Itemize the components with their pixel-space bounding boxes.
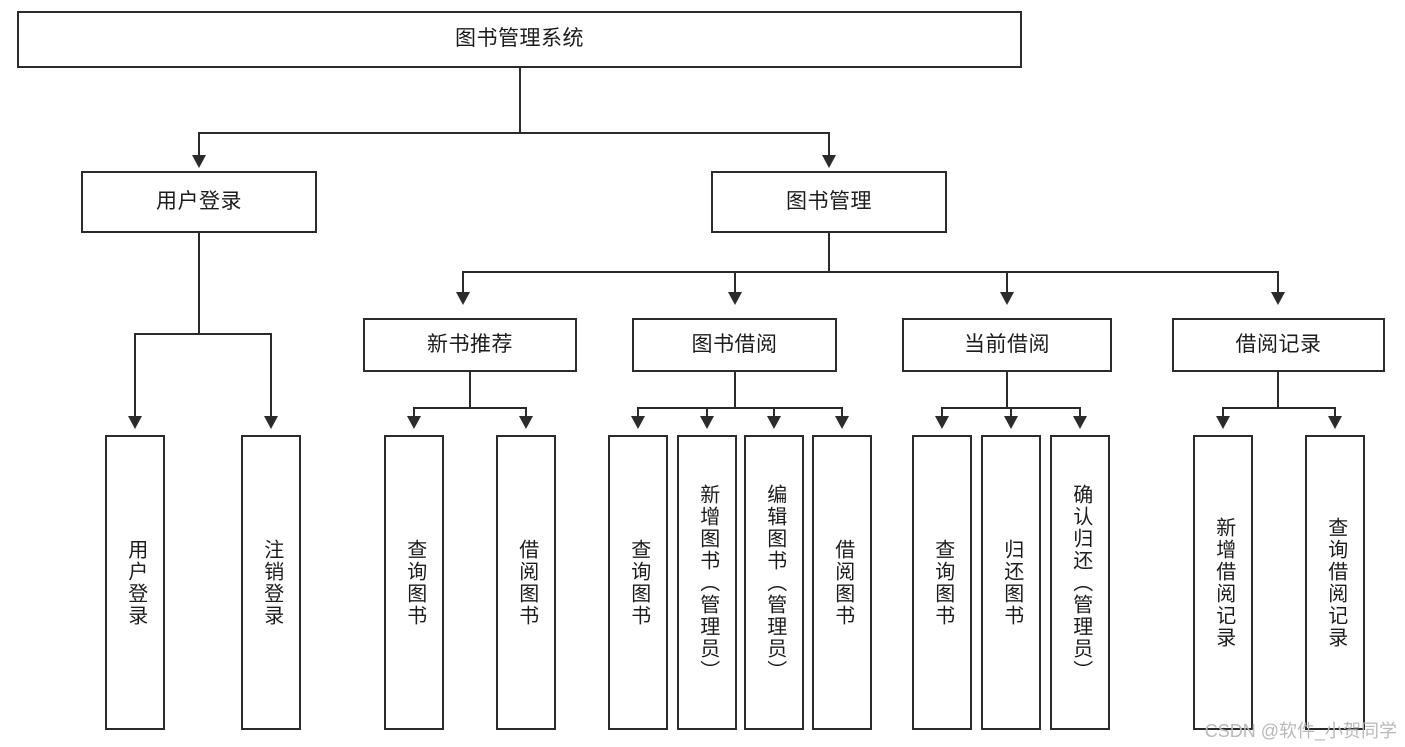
- edge-nb-to-leaf-1: [413, 407, 415, 418]
- edge-cb-to-leaf-2: [1010, 407, 1012, 418]
- edge-root-to-book-management: [828, 132, 830, 157]
- arrow-br-to-leaf-2: [1328, 416, 1342, 429]
- node-label: 图书管理系统: [455, 27, 584, 51]
- edge-book-borrow-bus: [637, 407, 843, 409]
- arrow-bb-to-leaf-4: [835, 416, 849, 429]
- edge-book-management-bus: [462, 271, 1278, 273]
- watermark-text: CSDN @软件_小贺同学: [1204, 721, 1397, 741]
- node-root-book-management-system[interactable]: 图书管理系统: [17, 11, 1022, 68]
- node-label: 借阅记录: [1235, 332, 1322, 356]
- node-label: 查询图书: [627, 538, 650, 627]
- node-label: 图书借阅: [691, 332, 778, 356]
- edge-root-stem: [519, 68, 521, 133]
- node-label: 当前借阅: [964, 332, 1050, 356]
- edge-bm-to-new-book: [462, 271, 464, 294]
- leaf-user-login-logout[interactable]: 注销登录: [241, 435, 301, 730]
- edge-book-borrow-stem: [734, 372, 736, 409]
- leaf-current-borrow-return-book[interactable]: 归还图书: [981, 435, 1041, 730]
- edge-user-login-stem: [198, 233, 200, 334]
- leaf-current-borrow-query-book[interactable]: 查询图书: [912, 435, 972, 730]
- edge-user-login-to-leaf-2: [270, 333, 272, 418]
- arrow-bm-to-current-borrow: [1000, 292, 1014, 305]
- arrow-user-login-to-leaf-2: [264, 416, 278, 429]
- node-new-book-recommend[interactable]: 新书推荐: [363, 318, 577, 372]
- node-label: 借阅图书: [831, 538, 854, 627]
- arrow-root-to-book-management: [822, 155, 836, 168]
- leaf-user-login-login[interactable]: 用户登录: [105, 435, 165, 730]
- arrow-nb-to-leaf-2: [519, 416, 533, 429]
- node-label: 新增图书（管理员）: [696, 483, 719, 682]
- arrow-cb-to-leaf-3: [1073, 416, 1087, 429]
- edge-cb-to-leaf-1: [941, 407, 943, 418]
- leaf-new-book-query-book[interactable]: 查询图书: [384, 435, 444, 730]
- node-label: 新增借阅记录: [1212, 516, 1235, 649]
- edge-user-login-bus: [134, 333, 272, 335]
- arrow-bb-to-leaf-1: [631, 416, 645, 429]
- leaf-book-borrow-edit-book-admin[interactable]: 编辑图书（管理员）: [744, 435, 804, 730]
- edge-bb-to-leaf-3: [773, 407, 775, 418]
- node-label: 用户登录: [156, 189, 242, 213]
- arrow-root-to-user-login: [192, 155, 206, 168]
- edge-borrow-record-bus: [1222, 407, 1336, 409]
- leaf-book-borrow-add-book-admin[interactable]: 新增图书（管理员）: [677, 435, 737, 730]
- node-label: 注销登录: [260, 538, 283, 627]
- edge-borrow-record-stem: [1277, 372, 1279, 409]
- node-user-login[interactable]: 用户登录: [81, 171, 317, 233]
- arrow-user-login-to-leaf-1: [128, 416, 142, 429]
- edge-bb-to-leaf-1: [637, 407, 639, 418]
- node-label: 查询图书: [403, 538, 426, 627]
- node-current-borrow[interactable]: 当前借阅: [902, 318, 1112, 372]
- arrow-cb-to-leaf-1: [935, 416, 949, 429]
- edge-br-to-leaf-2: [1334, 407, 1336, 418]
- arrow-bm-to-borrow-record: [1271, 292, 1285, 305]
- node-label: 借阅图书: [515, 538, 538, 627]
- edge-new-book-stem: [469, 372, 471, 409]
- edge-br-to-leaf-1: [1222, 407, 1224, 418]
- node-label: 编辑图书（管理员）: [763, 483, 786, 682]
- arrow-bm-to-book-borrow: [728, 292, 742, 305]
- edge-bm-to-current-borrow: [1006, 271, 1008, 294]
- edge-book-management-stem: [828, 233, 830, 272]
- edge-new-book-bus: [413, 407, 527, 409]
- arrow-br-to-leaf-1: [1216, 416, 1230, 429]
- node-label: 确认归还（管理员）: [1069, 483, 1092, 682]
- edge-cb-to-leaf-3: [1079, 407, 1081, 418]
- node-borrow-record[interactable]: 借阅记录: [1172, 318, 1385, 372]
- arrow-cb-to-leaf-2: [1004, 416, 1018, 429]
- leaf-borrow-record-query-record[interactable]: 查询借阅记录: [1305, 435, 1365, 730]
- leaf-book-borrow-query-book[interactable]: 查询图书: [608, 435, 668, 730]
- leaf-book-borrow-borrow-book[interactable]: 借阅图书: [812, 435, 872, 730]
- edge-bb-to-leaf-2: [706, 407, 708, 418]
- node-book-management[interactable]: 图书管理: [711, 171, 947, 233]
- edge-root-bus: [198, 132, 830, 134]
- node-label: 图书管理: [786, 189, 872, 213]
- leaf-borrow-record-add-record[interactable]: 新增借阅记录: [1193, 435, 1253, 730]
- edge-nb-to-leaf-2: [525, 407, 527, 418]
- node-label: 查询借阅记录: [1324, 516, 1347, 649]
- arrow-bm-to-new-book: [456, 292, 470, 305]
- edge-bm-to-borrow-record: [1277, 271, 1279, 294]
- arrow-bb-to-leaf-3: [767, 416, 781, 429]
- arrow-bb-to-leaf-2: [700, 416, 714, 429]
- leaf-current-borrow-confirm-return-admin[interactable]: 确认归还（管理员）: [1050, 435, 1110, 730]
- node-label: 查询图书: [931, 538, 954, 627]
- node-label: 用户登录: [124, 538, 147, 627]
- edge-bb-to-leaf-4: [841, 407, 843, 418]
- node-book-borrow[interactable]: 图书借阅: [632, 318, 837, 372]
- edge-root-to-user-login: [198, 132, 200, 157]
- leaf-new-book-borrow-book[interactable]: 借阅图书: [496, 435, 556, 730]
- arrow-nb-to-leaf-1: [407, 416, 421, 429]
- node-label: 归还图书: [1000, 538, 1023, 627]
- edge-bm-to-book-borrow: [734, 271, 736, 294]
- edge-current-borrow-stem: [1006, 372, 1008, 409]
- node-label: 新书推荐: [427, 332, 513, 356]
- edge-user-login-to-leaf-1: [134, 333, 136, 418]
